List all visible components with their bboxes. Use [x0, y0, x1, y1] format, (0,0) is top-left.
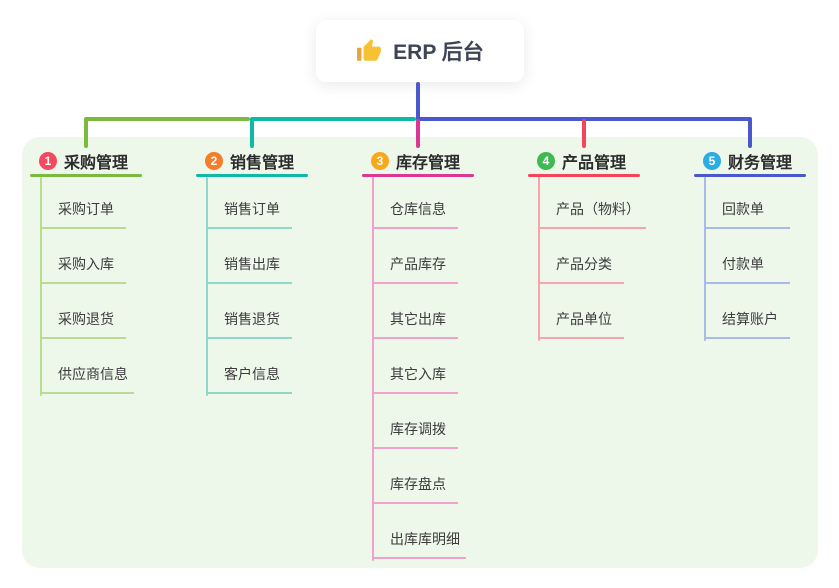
branch-label: 财务管理	[728, 155, 793, 172]
child-node[interactable]: 回款单	[704, 195, 790, 229]
branch-child-connector	[206, 177, 208, 396]
connector-stub-sales	[250, 119, 254, 148]
connector-stub-purchase	[84, 119, 88, 148]
root-node-label: ERP 后台	[393, 41, 484, 64]
branch-underline	[362, 174, 474, 177]
branch-child-connector	[372, 177, 374, 561]
child-node[interactable]: 结算账户	[704, 305, 790, 339]
connector-stub-finance	[748, 119, 752, 148]
branch-node-purchase[interactable]: 1 采购管理	[30, 148, 142, 174]
branch-underline	[528, 174, 640, 177]
branch-label: 销售管理	[230, 155, 295, 172]
thumbs-up-icon	[357, 39, 382, 61]
branch-node-finance[interactable]: 5 财务管理	[694, 148, 806, 174]
branch-label: 采购管理	[64, 155, 129, 172]
branch-number-badge: 2	[205, 152, 223, 170]
branch-number-badge: 5	[703, 152, 721, 170]
child-node[interactable]: 其它出库	[372, 305, 458, 339]
child-node[interactable]: 其它入库	[372, 360, 458, 394]
child-node[interactable]: 销售出库	[206, 250, 292, 284]
child-node[interactable]: 出库库明细	[372, 525, 466, 559]
branch-node-product[interactable]: 4 产品管理	[528, 148, 640, 174]
child-node[interactable]: 库存调拨	[372, 415, 458, 449]
branch-node-inventory[interactable]: 3 库存管理	[362, 148, 474, 174]
branch-node-sales[interactable]: 2 销售管理	[196, 148, 308, 174]
branch-underline	[196, 174, 308, 177]
child-node[interactable]: 采购入库	[40, 250, 126, 284]
branch-finance: 5 财务管理 回款单 付款单 结算账户	[694, 148, 806, 341]
branch-number-badge: 1	[39, 152, 57, 170]
branch-inventory: 3 库存管理 仓库信息 产品库存 其它出库 其它入库 库存调拨 库存盘点 出库库…	[362, 148, 474, 561]
child-node[interactable]: 采购退货	[40, 305, 126, 339]
branch-number-badge: 3	[371, 152, 389, 170]
child-node[interactable]: 销售订单	[206, 195, 292, 229]
connector-stub-product	[582, 119, 586, 148]
connector-stub-inventory	[416, 119, 420, 148]
branch-product: 4 产品管理 产品（物料） 产品分类 产品单位	[528, 148, 646, 341]
child-node[interactable]: 销售退货	[206, 305, 292, 339]
child-node[interactable]: 付款单	[704, 250, 790, 284]
branch-underline	[30, 174, 142, 177]
branch-underline	[694, 174, 806, 177]
child-node[interactable]: 仓库信息	[372, 195, 458, 229]
branch-number-badge: 4	[537, 152, 555, 170]
child-node[interactable]: 产品分类	[538, 250, 624, 284]
branch-label: 库存管理	[396, 155, 461, 172]
connector-horizontal-sales	[250, 117, 416, 121]
branch-label: 产品管理	[562, 155, 627, 172]
child-node[interactable]: 产品（物料）	[538, 195, 646, 229]
branch-sales: 2 销售管理 销售订单 销售出库 销售退货 客户信息	[196, 148, 308, 396]
child-node[interactable]: 库存盘点	[372, 470, 458, 504]
child-node[interactable]: 采购订单	[40, 195, 126, 229]
branch-child-connector	[40, 177, 42, 396]
child-node[interactable]: 客户信息	[206, 360, 292, 394]
mindmap-canvas-panel	[22, 137, 818, 568]
child-node[interactable]: 供应商信息	[40, 360, 134, 394]
connector-horizontal-purchase	[84, 117, 250, 121]
root-node[interactable]: ERP 后台	[316, 20, 524, 82]
child-node[interactable]: 产品库存	[372, 250, 458, 284]
branch-child-connector	[538, 177, 540, 341]
child-node[interactable]: 产品单位	[538, 305, 624, 339]
branch-child-connector	[704, 177, 706, 341]
connector-trunk-vertical	[416, 82, 420, 119]
branch-purchase: 1 采购管理 采购订单 采购入库 采购退货 供应商信息	[30, 148, 142, 396]
